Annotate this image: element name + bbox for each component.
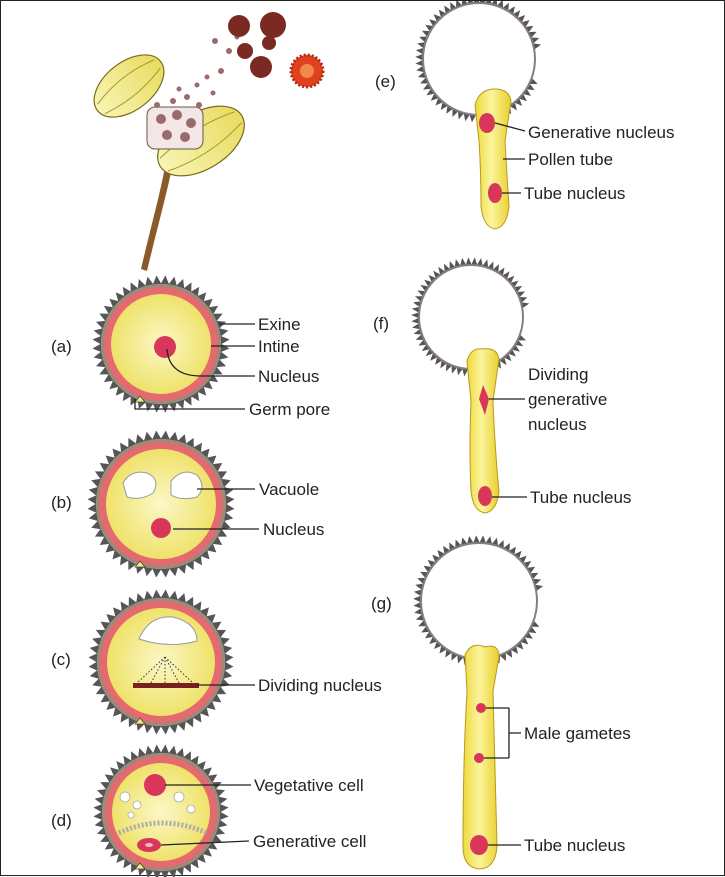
pollen-grain-dark-2 xyxy=(260,12,286,38)
label-nucleus-b: Nucleus xyxy=(263,520,324,539)
pollen-grain-spiky-red-core xyxy=(300,64,314,78)
pollen-grain-dark-3 xyxy=(237,43,253,59)
label-dividing-line3: nucleus xyxy=(528,415,587,434)
label-nucleus-a: Nucleus xyxy=(258,367,319,386)
empty-grain-wall xyxy=(421,543,537,659)
pollen-grain-b xyxy=(88,431,234,577)
metaphase-plate xyxy=(133,683,199,688)
label-dividing-nucleus: Dividing nucleus xyxy=(258,676,382,695)
label-exine: Exine xyxy=(258,315,301,334)
vegetative-nucleus xyxy=(144,774,166,796)
male-gametes-bracket xyxy=(509,708,521,758)
male-gamete-1 xyxy=(476,703,486,713)
panel-tag-f: (f) xyxy=(373,314,389,333)
label-vegetative-cell: Vegetative cell xyxy=(254,776,364,795)
label-tube-nucleus-g: Tube nucleus xyxy=(524,836,625,855)
label-generative-cell: Generative cell xyxy=(253,832,366,851)
label-germ-pore: Germ pore xyxy=(249,400,330,419)
cytoplasm xyxy=(106,449,216,559)
male-gamete-2 xyxy=(474,753,484,763)
panel-tag-d: (d) xyxy=(51,811,72,830)
panel-tag-g: (g) xyxy=(371,594,392,613)
generative-nucleus-e xyxy=(479,113,495,133)
label-male-gametes: Male gametes xyxy=(524,724,631,743)
filament-stalk xyxy=(141,161,173,271)
label-dividing-line2: generative xyxy=(528,390,607,409)
label-dividing-line1: Dividing xyxy=(528,365,588,384)
label-vacuole: Vacuole xyxy=(259,480,319,499)
pollen-grain-dark-5 xyxy=(250,56,272,78)
panel-tag-b: (b) xyxy=(51,493,72,512)
panel-tag-e: (e) xyxy=(375,72,396,91)
pollen-grain-c xyxy=(89,590,233,734)
tube-nucleus-e xyxy=(488,183,502,203)
panel-tag-c: (c) xyxy=(51,650,71,669)
nucleus-a xyxy=(154,336,176,358)
tube-nucleus-f xyxy=(478,486,492,506)
label-intine: Intine xyxy=(258,337,300,356)
pollen-grain-dark-1 xyxy=(228,15,250,37)
panel-tag-a: (a) xyxy=(51,337,72,356)
pollen-grain-dark-4 xyxy=(262,36,276,50)
nucleus-b xyxy=(151,518,171,538)
tube-nucleus-g xyxy=(470,835,488,855)
anther-illustration xyxy=(83,12,323,271)
label-pollen-tube: Pollen tube xyxy=(528,150,613,169)
vacuole-right xyxy=(171,472,202,499)
label-tube-nucleus-e: Tube nucleus xyxy=(524,184,625,203)
label-generative-nucleus: Generative nucleus xyxy=(528,123,674,142)
pollen-grain-d xyxy=(94,745,228,877)
label-tube-nucleus-f: Tube nucleus xyxy=(530,488,631,507)
